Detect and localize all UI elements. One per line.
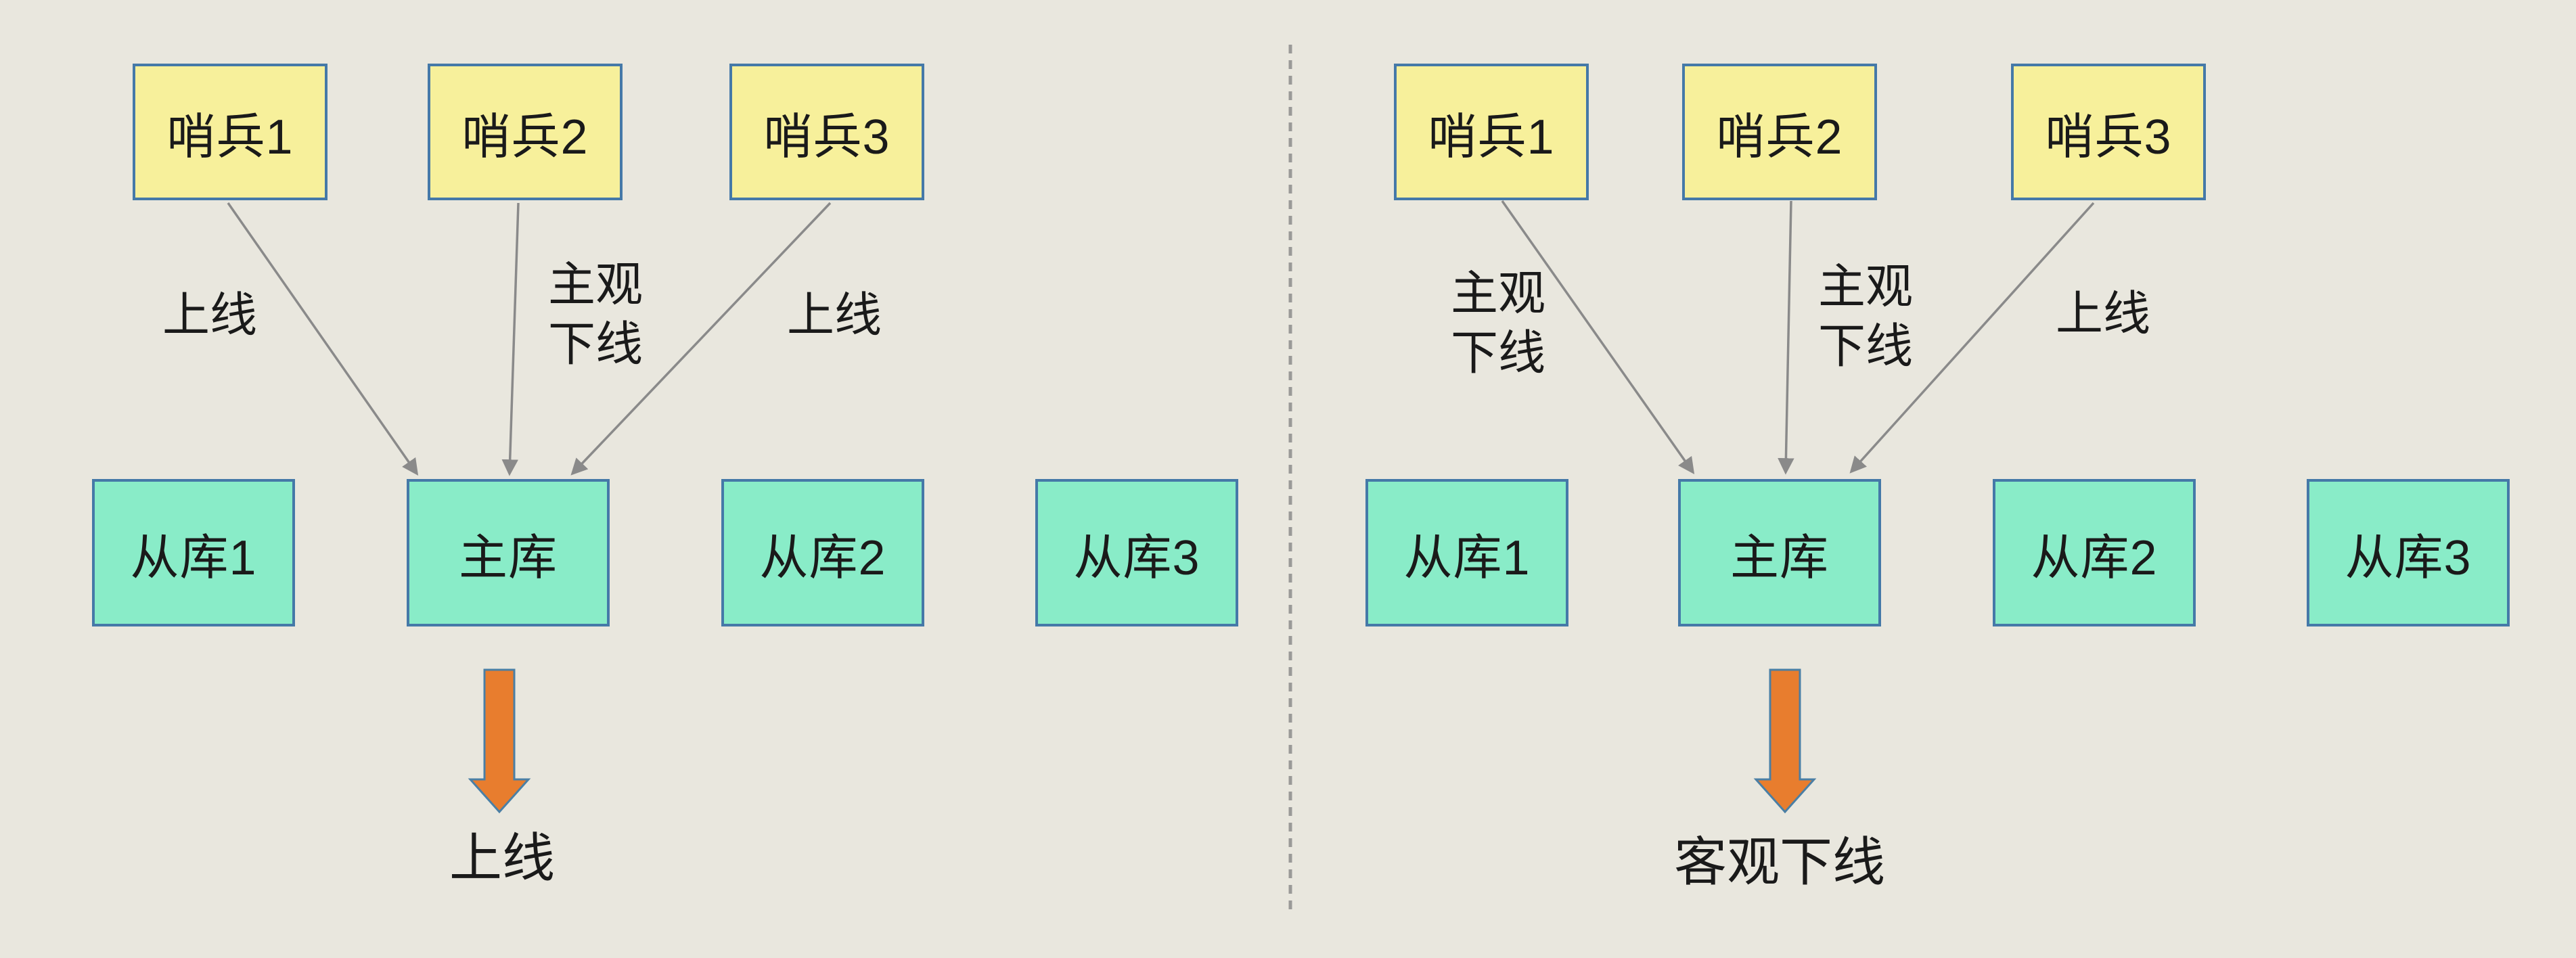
left-down-arrow-icon — [468, 668, 531, 814]
left-edge-label-2: 主观 下线 — [548, 258, 643, 371]
right-connector-arrow-sentinel2 — [1778, 200, 1794, 475]
left-result-label: 上线 — [449, 828, 556, 888]
right-connector-arrow-sentinel3 — [1849, 202, 2095, 474]
right-sentinel-1-box: 哨兵1 — [1394, 64, 1589, 200]
left-connector-arrow-sentinel3 — [570, 202, 832, 476]
right-master-box: 主库 — [1678, 479, 1881, 626]
right-edge-label-3: 上线 — [2056, 287, 2150, 340]
right-connector-arrow-sentinel1 — [1501, 200, 1695, 475]
left-sentinel-2-box: 哨兵2 — [428, 64, 623, 200]
left-slave-1-box: 从库1 — [92, 479, 295, 626]
left-connector-arrow-sentinel1 — [227, 202, 419, 476]
left-sentinel-1-box: 哨兵1 — [133, 64, 327, 200]
right-down-arrow-icon — [1753, 668, 1817, 814]
right-sentinel-2-box: 哨兵2 — [1682, 64, 1877, 200]
left-slave-2-box: 从库2 — [721, 479, 924, 626]
left-connector-arrow-sentinel2 — [501, 202, 520, 476]
right-edge-label-2: 主观 下线 — [1818, 260, 1913, 373]
right-slave-2-box: 从库2 — [1993, 479, 2196, 626]
left-slave-3-box: 从库3 — [1035, 479, 1238, 626]
right-result-label: 客观下线 — [1673, 832, 1886, 892]
left-edge-label-1: 上线 — [162, 288, 257, 342]
right-edge-label-1: 主观 下线 — [1451, 267, 1545, 380]
right-sentinel-3-box: 哨兵3 — [2011, 64, 2206, 200]
left-edge-label-3: 上线 — [787, 288, 882, 342]
left-sentinel-3-box: 哨兵3 — [729, 64, 924, 200]
left-master-box: 主库 — [407, 479, 610, 626]
right-slave-3-box: 从库3 — [2307, 479, 2510, 626]
right-slave-1-box: 从库1 — [1365, 479, 1568, 626]
